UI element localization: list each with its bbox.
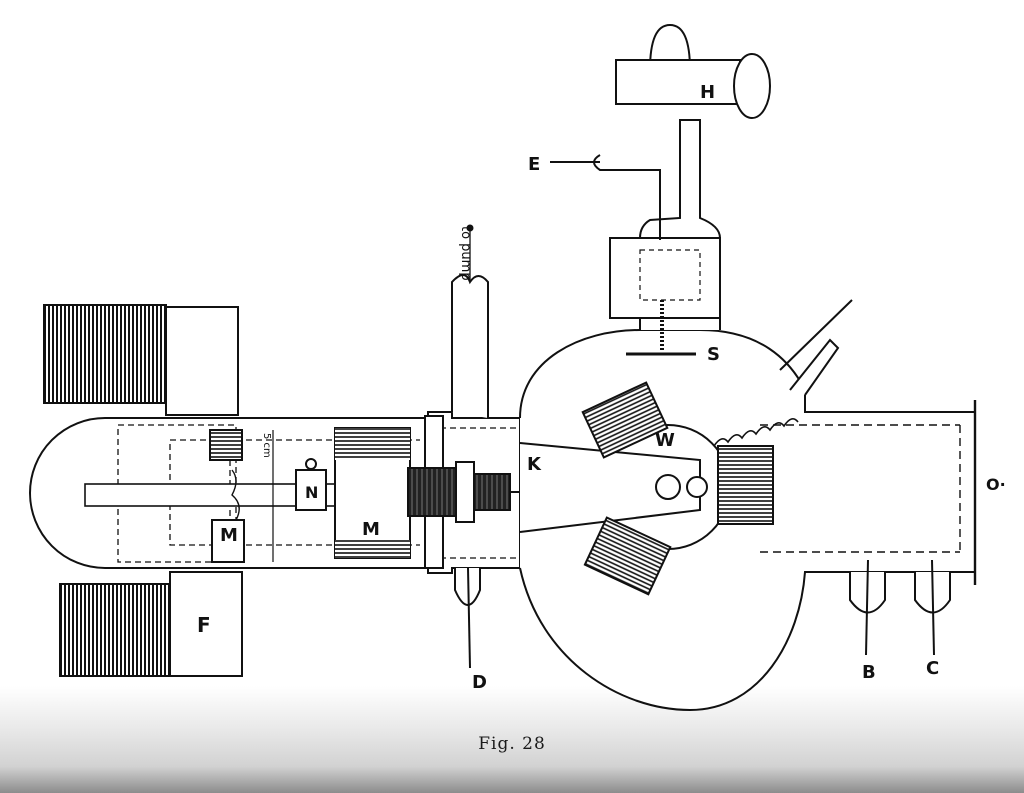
label-w: W	[655, 430, 675, 451]
lead-d	[467, 567, 471, 669]
scan-shadow	[0, 686, 1024, 793]
label-o: O·	[986, 475, 1006, 494]
break-line	[231, 469, 240, 521]
screw	[473, 473, 511, 511]
lead-b	[865, 559, 869, 656]
label-m-center: M	[362, 519, 380, 540]
label-k: K	[527, 454, 542, 475]
lower-coil	[59, 571, 243, 677]
wheel-w	[519, 381, 774, 596]
left-pole-bottom	[211, 519, 245, 563]
label-b: B	[862, 662, 876, 683]
stem-plug-outline	[639, 249, 701, 301]
label-s: S	[707, 344, 720, 365]
pump-outlet-tube	[451, 274, 489, 418]
right-tube-inner	[760, 424, 961, 553]
pump-lead-dot	[466, 224, 474, 232]
label-h: H	[700, 82, 715, 103]
label-dimension: 5 cm	[261, 433, 272, 458]
left-pole-top	[209, 429, 243, 461]
label-n: N	[305, 483, 318, 502]
stopcock-handle	[733, 53, 771, 119]
side-wire	[779, 299, 853, 371]
n-block	[295, 469, 327, 511]
label-m-left: M	[220, 525, 238, 546]
label-d: D	[472, 672, 487, 693]
side-tube	[789, 338, 840, 396]
n-screw	[305, 458, 317, 470]
stopcock-barrel	[615, 59, 741, 105]
label-c: C	[926, 658, 939, 679]
threaded-collar	[407, 467, 459, 517]
figure-caption: Fig. 28	[478, 734, 546, 754]
spiral-spring	[699, 418, 799, 451]
label-f: F	[197, 613, 211, 637]
e-tube	[593, 154, 661, 240]
lead-c	[931, 559, 935, 656]
collar-nut	[455, 461, 475, 523]
ground-joint	[609, 237, 721, 319]
upper-coil	[43, 304, 239, 416]
stopcock-top	[649, 23, 691, 71]
label-e: E	[528, 154, 540, 175]
label-to-pump: to pump	[458, 226, 473, 281]
